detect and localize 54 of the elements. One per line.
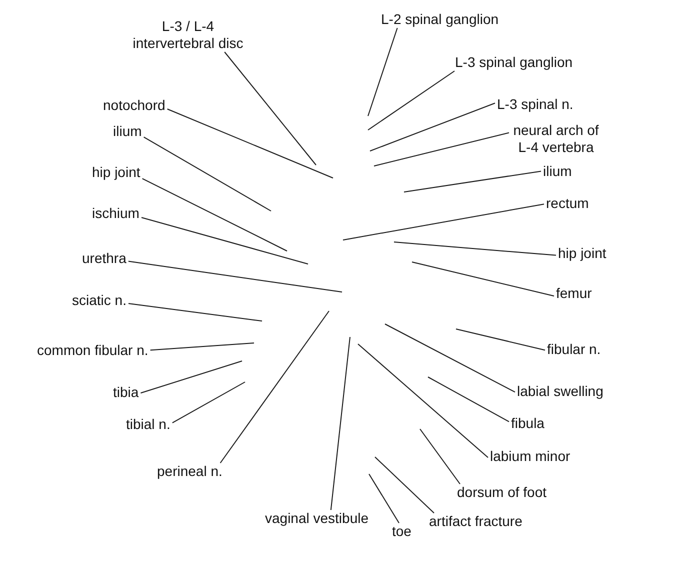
part-label: tibial n. (124, 416, 172, 433)
leader-line (394, 242, 556, 256)
part-label: labium minor (488, 448, 572, 465)
part-label: dorsum of foot (455, 484, 548, 501)
leader-line (374, 132, 510, 166)
part-label: rectum (544, 195, 591, 212)
part-label: tibia (111, 384, 141, 401)
leader-line (166, 108, 334, 178)
part-label: fibular n. (545, 341, 603, 358)
leader-line (172, 382, 246, 424)
leader-line (142, 178, 288, 252)
part-label: L-3 spinal n. (495, 96, 576, 113)
part-label: toe (390, 523, 414, 540)
part-label: urethra (80, 250, 128, 267)
leader-line (342, 204, 544, 240)
part-label: L-3 spinal ganglion (453, 54, 575, 71)
leader-line (128, 260, 342, 292)
part-label: ilium (541, 163, 574, 180)
part-label: vaginal vestibule (263, 510, 371, 527)
leader-line (358, 344, 488, 458)
part-label: labial swelling (515, 383, 606, 400)
part-label: common fibular n. (35, 342, 150, 359)
leader-line (374, 456, 434, 514)
part-label: ilium (111, 123, 144, 140)
part-label: notochord (101, 97, 168, 114)
leader-line (368, 474, 400, 524)
part-label: sciatic n. (70, 292, 128, 309)
leader-line (384, 324, 516, 393)
part-label: L-2 spinal ganglion (379, 11, 501, 28)
leader-line (368, 70, 455, 130)
leader-line (368, 28, 398, 116)
part-label: L-3 / L-4 intervertebral disc (128, 18, 248, 52)
leader-line (370, 102, 496, 152)
leader-line (428, 376, 510, 422)
leader-line (150, 342, 254, 351)
leader-line (141, 217, 308, 264)
leader-line (128, 303, 262, 322)
part-label: femur (554, 285, 594, 302)
leader-line (330, 336, 350, 510)
leader-line (412, 262, 554, 296)
leader-line (224, 52, 316, 166)
part-label: artifact fracture (427, 513, 524, 530)
leader-line (140, 360, 242, 394)
part-label: hip joint (90, 164, 142, 181)
part-label: hip joint (556, 245, 608, 262)
leader-line (220, 310, 330, 464)
leader-line (456, 328, 546, 351)
part-label: neural arch of L-4 vertebra (509, 122, 603, 156)
leader-line (404, 170, 542, 192)
part-label: perineal n. (155, 463, 224, 480)
leader-line (143, 136, 272, 212)
part-label: fibula (509, 415, 546, 432)
leader-line (420, 428, 460, 484)
part-label: ischium (90, 205, 142, 222)
